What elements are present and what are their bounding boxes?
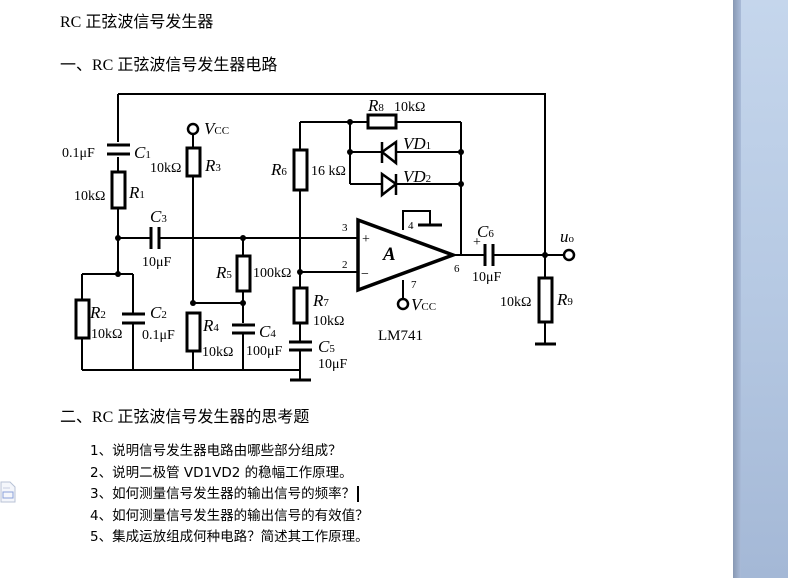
r8-value: 10kΩ [394, 100, 425, 115]
resistor-r8 [366, 113, 398, 130]
r5-value: 100kΩ [253, 266, 291, 281]
capacitor-c4 [232, 323, 255, 335]
junction-dots [115, 119, 548, 306]
r7-value: 10kΩ [313, 314, 344, 329]
vd2-label: VD2 [403, 167, 431, 186]
r4-value: 10kΩ [202, 345, 233, 360]
pin-2-label: 2 [342, 259, 348, 271]
question-text: 3、如何测量信号发生器的输出信号的频率？ [90, 486, 356, 502]
r3-value: 10kΩ [150, 161, 181, 176]
capacitor-c2 [122, 312, 145, 325]
r7-label: R7 [312, 291, 329, 310]
list-item[interactable]: 3、如何测量信号发生器的输出信号的频率？ [90, 484, 369, 506]
capacitor-c3 [149, 227, 161, 249]
opamp-model: LM741 [378, 328, 423, 344]
c6-label: C6 [477, 222, 494, 241]
capacitor-c6 [483, 244, 495, 266]
window-side-panel [733, 0, 788, 578]
r9-value: 10kΩ [500, 295, 531, 310]
capacitor-c1 [107, 143, 130, 156]
r1-value: 10kΩ [74, 189, 105, 204]
text-cursor [357, 486, 360, 502]
r5-label: R5 [215, 263, 232, 282]
r9-label: R9 [556, 290, 573, 309]
r2-label: R2 [89, 303, 106, 322]
c2-label: C2 [150, 303, 167, 322]
c3-value: 10μF [142, 255, 172, 270]
c1-value: 0.1μF [62, 146, 95, 161]
pin-4-label: 4 [408, 220, 414, 232]
r2-value: 10kΩ [91, 327, 122, 342]
document-title: RC 正弦波信号发生器 [60, 14, 214, 31]
resistor-r7 [292, 286, 309, 325]
c6-polarity: + [473, 235, 481, 250]
vcc-terminal-icon [396, 297, 410, 311]
output-label: uo [560, 227, 575, 246]
c2-value: 0.1μF [142, 328, 175, 343]
c4-label: C4 [259, 322, 276, 341]
c5-value: 10μF [318, 357, 348, 372]
ground-symbols [290, 223, 556, 382]
diode-vd1 [379, 139, 398, 166]
circuit-schematic: 0.1μF C1 10kΩ R1 C3 10μF R2 10kΩ C2 0.1μ… [62, 93, 576, 382]
opamp-minus: − [361, 267, 369, 282]
c3-label: C3 [150, 207, 167, 226]
list-item: 2、说明二极管 VD1VD2 的稳幅工作原理。 [90, 464, 353, 481]
pin-7-label: 7 [411, 279, 417, 291]
list-item: 5、集成运放组成何种电路？简述其工作原理。 [90, 529, 369, 545]
diode-vd2 [380, 171, 399, 198]
resistor-r1 [110, 170, 127, 210]
pin-3-label: 3 [342, 222, 348, 234]
vd1-label: VD1 [403, 134, 431, 153]
opamp-plus: + [362, 232, 370, 247]
resistor-r9 [537, 276, 554, 324]
r1-label: R1 [128, 183, 145, 202]
r8-label: R8 [367, 96, 384, 115]
resistor-r2 [74, 298, 91, 340]
question-list: 1、说明信号发生器电路由哪些部分组成？ 2、说明二极管 VD1VD2 的稳幅工作… [90, 441, 369, 549]
document-page: RC 正弦波信号发生器 一、RC 正弦波信号发生器电路 [0, 14, 576, 549]
resistor-r3 [185, 146, 202, 178]
r6-label: R6 [270, 160, 287, 179]
resistor-r5 [235, 254, 252, 293]
vcc-terminal-icon [186, 122, 200, 136]
c1-label: C1 [134, 143, 151, 162]
opamp-triangle [356, 217, 459, 293]
list-item: 1、说明信号发生器电路由哪些部分组成？ [90, 443, 342, 459]
r4-label: R4 [202, 316, 219, 335]
resistor-r6 [292, 148, 309, 192]
c4-value: 100μF [246, 344, 283, 359]
section-heading-questions: 二、RC 正弦波信号发生器的思考题 [60, 409, 310, 426]
opamp-symbol: A [382, 244, 396, 265]
document-icon[interactable] [0, 481, 16, 503]
c5-label: C5 [318, 337, 335, 356]
vcc-label: VCC [204, 119, 229, 138]
resistor-r4 [185, 311, 202, 353]
r3-label: R3 [204, 156, 221, 175]
pin-6-label: 6 [454, 263, 460, 275]
section-heading-circuit: 一、RC 正弦波信号发生器电路 [60, 57, 278, 74]
list-item: 4、如何测量信号发生器的输出信号的有效值？ [90, 507, 369, 524]
vcc-label-2: VCC [411, 295, 436, 314]
output-terminal-icon [562, 248, 576, 262]
capacitor-c5 [289, 340, 312, 352]
r6-value: 16 kΩ [311, 164, 346, 179]
c6-value: 10μF [472, 270, 502, 285]
